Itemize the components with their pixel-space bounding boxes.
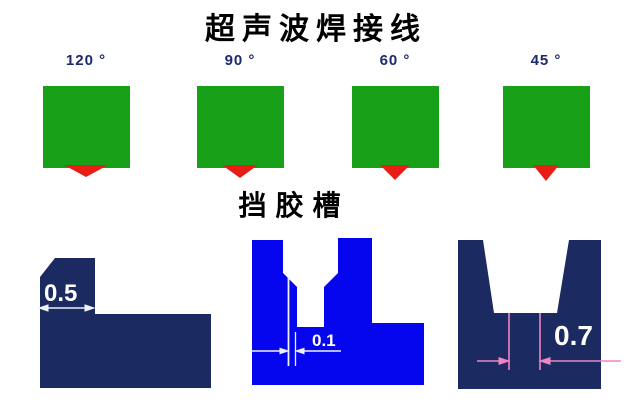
angle-label: 60 ° (379, 52, 411, 69)
weld-angle-unit-60: 60 ° (335, 52, 455, 180)
dimension-value-0.1: 0.1 (312, 331, 336, 350)
weld-line-tip-icon (222, 165, 258, 178)
angle-label: 90 ° (224, 52, 256, 69)
dimension-arrow-left (477, 357, 511, 365)
figure-step-groove: 0.5 (37, 258, 211, 388)
part-block (502, 86, 590, 168)
weld-angle-unit-90: 90 ° (180, 52, 300, 178)
angle-label: 45 ° (530, 52, 562, 69)
groove-section-title: 挡胶槽 (238, 189, 350, 222)
step-groove-shape (40, 258, 211, 388)
part-block (351, 86, 439, 168)
slit-groove-shape (252, 238, 424, 385)
dimension-value-0.7: 0.7 (554, 320, 593, 351)
weld-angle-unit-120: 120 ° (26, 52, 146, 177)
figure-v-groove: 0.7 (458, 240, 621, 389)
weld-angle-unit-45: 45 ° (486, 52, 606, 181)
part-block (42, 86, 130, 168)
dimension-value-0.5: 0.5 (44, 280, 77, 307)
dimension-arrow-right (538, 357, 621, 365)
dimension-arrow-horizontal (37, 304, 96, 312)
dimension-arrow-left (250, 347, 290, 355)
weld-line-tip-icon (380, 165, 410, 180)
angle-label: 120 ° (65, 52, 107, 69)
page-title: 超声波焊接线 (205, 12, 427, 47)
v-groove-shape (458, 240, 601, 389)
dimension-arrow-right (294, 347, 341, 355)
weld-line-tip-icon (533, 165, 559, 181)
weld-line-tip-icon (64, 165, 108, 177)
figure-slit-groove: 0.1 (250, 238, 424, 385)
part-block (196, 86, 284, 168)
